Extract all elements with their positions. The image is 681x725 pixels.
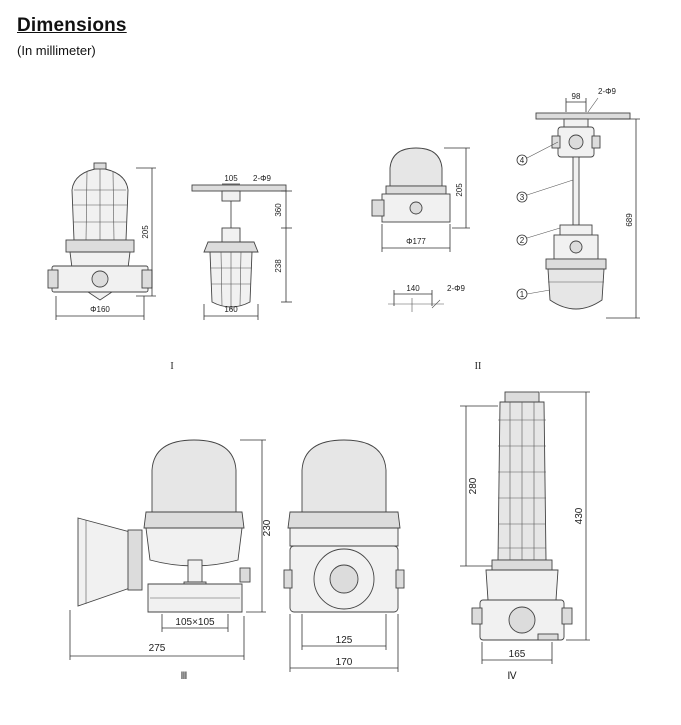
figure-2-base-plan: 140 2-Φ9 [388, 284, 466, 312]
figure-label-2: II [475, 361, 482, 372]
figure-2-pendant-spacing-label: 98 [572, 92, 581, 101]
figure-1-height-label: 205 [141, 225, 150, 239]
figure-label-1: I [170, 361, 173, 372]
figure-1-front-view: 205 Φ160 [47, 162, 156, 320]
figure-2-height-label: 205 [455, 183, 464, 197]
figure-3-side-view: 230 105×105 275 [69, 439, 273, 660]
figure-2-base-spacing-label: 140 [406, 284, 420, 293]
svg-text:2: 2 [520, 236, 525, 245]
figure-1-lower-length-label: 238 [274, 259, 283, 273]
figure-2-base-hole-label: 2-Φ9 [447, 284, 465, 293]
callout-1: 1 [516, 288, 551, 300]
figure-2-pendant-hole-label: 2-Φ9 [598, 87, 616, 96]
figure-1-width-label: 160 [224, 305, 238, 314]
svg-text:3: 3 [520, 193, 525, 202]
figure-4-base-width-label: 165 [509, 649, 526, 660]
callout-2: 2 [516, 227, 561, 246]
figure-2-side-view: 205 Φ177 [371, 147, 470, 252]
figure-3-inner-width-label: 125 [336, 635, 353, 646]
figure-2-overall-height-label: 689 [625, 213, 634, 227]
figure-4-cage-height-label: 280 [468, 477, 479, 494]
figure-4-total-height-label: 430 [574, 507, 585, 524]
figure-label-3: Ⅲ [181, 671, 188, 682]
callout-3: 3 [516, 179, 574, 203]
page-title: Dimensions [17, 15, 127, 36]
svg-text:1: 1 [520, 290, 525, 299]
figure-3-mount-label: 105×105 [175, 617, 215, 628]
figure-3-outer-width-label: 170 [336, 657, 353, 668]
figure-2-pendant-view: 98 2-Φ9 689 4 3 [516, 87, 640, 319]
figure-1-hole-spacing-label: 105 [224, 174, 238, 183]
figure-4-view: 280 430 165 [460, 391, 590, 664]
figure-3-height-label: 230 [262, 519, 273, 536]
figure-label-4: Ⅳ [507, 671, 517, 682]
figure-3-length-label: 275 [149, 643, 166, 654]
page-subtitle: (In millimeter) [17, 43, 96, 58]
figure-2-diameter-label: Φ177 [406, 237, 426, 246]
figure-1-hole-label: 2-Φ9 [253, 174, 271, 183]
figure-1-upper-length-label: 360 [274, 203, 283, 217]
callout-4: 4 [516, 141, 559, 166]
svg-text:4: 4 [520, 156, 525, 165]
figure-3-front-view: 125 170 [283, 439, 405, 672]
figure-1-hanging-view: 105 2-Φ9 360 238 160 [191, 174, 292, 320]
figure-1-diameter-label: Φ160 [90, 305, 110, 314]
